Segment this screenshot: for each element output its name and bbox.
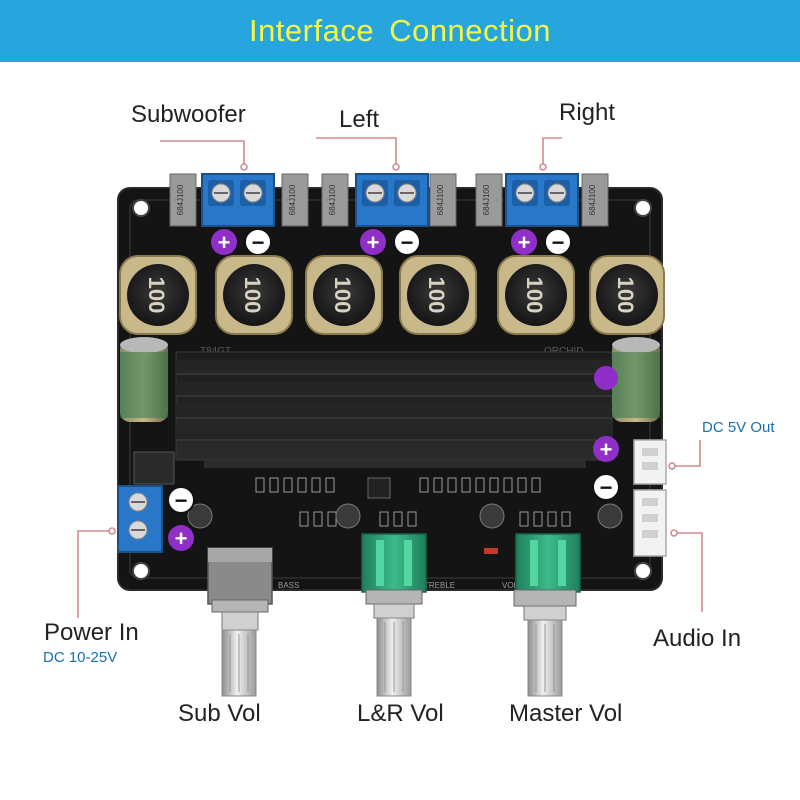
banner-title: Interface Connection [248,13,552,48]
inductor-label-1: 100 [144,277,169,314]
label-sub-vol: Sub Vol [178,700,261,727]
title-banner: Interface Connection [0,0,800,62]
plus-marker-right [511,229,537,255]
label-audio-in: Audio In [653,625,742,652]
terminal-right [505,173,579,227]
silk-treble: TREBLE [424,581,455,590]
cap-code-3: 684J100 [328,184,337,215]
label-lr-vol: L&R Vol [357,700,444,727]
leader-lines [77,137,703,618]
plus-sign: + [518,230,531,255]
inductor-label-4: 100 [424,277,449,314]
label-dc-out: DC 5V Out [702,419,775,436]
label-right: Right [559,99,616,126]
label-subwoofer: Subwoofer [131,101,246,128]
plus-sign: + [175,526,188,551]
plus-sign: + [367,230,380,255]
minus-marker-power [167,486,195,514]
terminal-left [355,173,429,227]
plus-marker-left [360,229,386,255]
label-power-spec: DC 10-25V [43,649,118,666]
cap-code-5: 684J100 [482,184,491,215]
cap-code-4: 684J100 [436,184,445,215]
connector-audio-in [633,489,667,557]
heat-sink [175,351,613,468]
electrolytic-capacitors [120,337,660,422]
minus-marker-left [393,228,421,256]
minus-marker-right [544,228,572,256]
plus-sign: + [218,230,231,255]
regulator-chip [133,451,175,485]
minus-sign: − [600,475,613,500]
speaker-polarity-markers: + − + − + − [211,228,572,256]
label-power-in: Power In [44,619,139,646]
plus-marker-dc-out [593,436,619,462]
inductors: 100 100 100 100 100 100 [119,255,665,335]
potentiometer-sub-vol [207,547,273,697]
plus-marker-sub [211,229,237,255]
minus-marker-dc-out [592,473,620,501]
inductor-label-2: 100 [240,277,265,314]
inductor-label-5: 100 [522,277,547,314]
terminal-subwoofer [201,173,275,227]
small-cap-2 [479,503,505,529]
plus-marker-power [168,525,194,551]
diode [484,548,498,554]
minus-sign: − [252,230,265,255]
small-ic [367,477,391,499]
small-cap-1 [335,503,361,529]
minus-sign: − [175,488,188,513]
cap-code-2: 684J100 [288,184,297,215]
potentiometer-lr-vol [361,533,427,697]
connector-dc-out [633,439,667,485]
inductor-label-6: 100 [613,277,638,314]
terminal-power-in [117,485,163,553]
potentiometer-master-vol [513,533,581,697]
smd-components [255,477,571,527]
label-left: Left [339,106,380,133]
inductor-label-3: 100 [330,277,355,314]
film-capacitors: 684J100 684J100 684J100 684J100 684J100 … [169,173,609,227]
small-cap-4 [187,503,213,529]
cap-code-6: 684J100 [588,184,597,215]
silk-vol: VOL [502,581,519,590]
plus-sign: + [600,437,613,462]
small-cap-3 [597,503,623,529]
label-master-vol: Master Vol [509,700,623,727]
cap-code-1: 684J100 [176,184,185,215]
minus-sign: − [552,230,565,255]
minus-sign: − [401,230,414,255]
silk-bass: BASS [278,581,299,590]
